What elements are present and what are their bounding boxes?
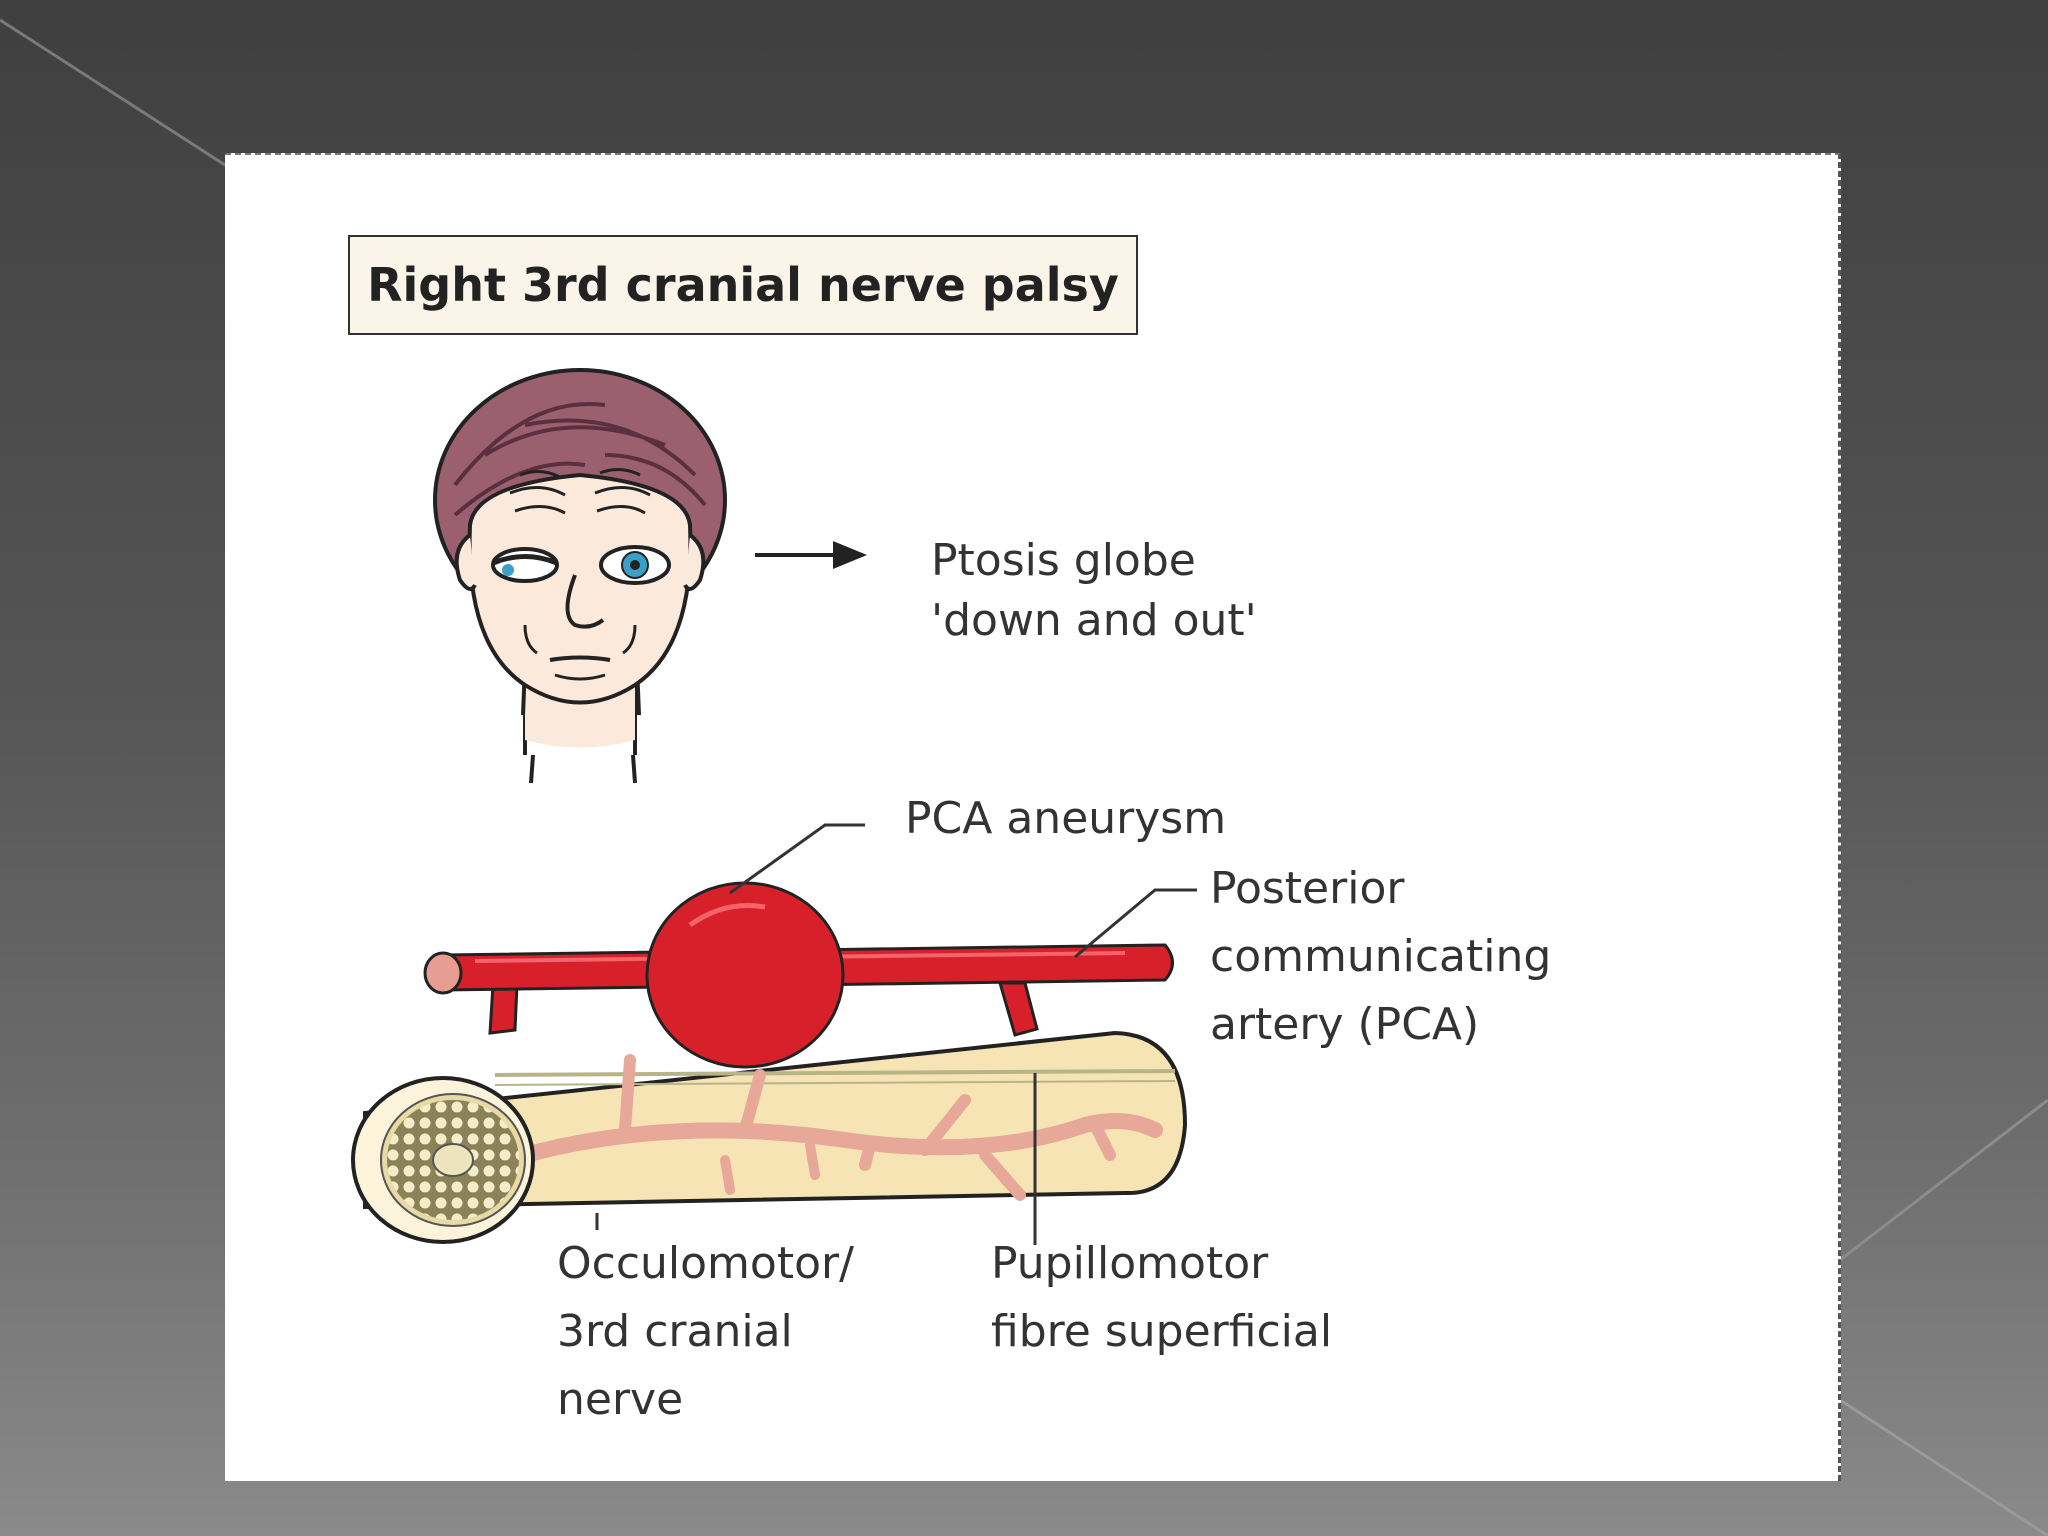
- occulomotor-nerve: [351, 1030, 1188, 1244]
- arrow-icon: [755, 541, 867, 569]
- ptosis-label-line1: Ptosis globe: [931, 535, 1196, 586]
- pca-label-line3: artery (PCA): [1210, 999, 1480, 1050]
- face-illustration: [433, 368, 727, 784]
- nerve-label-line1: Occulomotor/: [557, 1238, 854, 1289]
- pca-label-line2: communicating: [1210, 931, 1552, 982]
- pupillomotor-label-line1: Pupillomotor: [991, 1238, 1269, 1289]
- aneurysm: [645, 881, 845, 1069]
- diagram-card: Right 3rd cranial nerve palsy: [225, 153, 1841, 1481]
- aneurysm-label: PCA aneurysm: [905, 793, 1227, 844]
- pca-label-line1: Posterior: [1210, 863, 1405, 914]
- ptosis-label-line2: 'down and out': [931, 595, 1257, 646]
- leader-lines: [595, 823, 1197, 1245]
- pupillomotor-label-line2: fibre superficial: [991, 1306, 1333, 1357]
- nerve-label-line2: 3rd cranial: [557, 1306, 793, 1357]
- illustration: [351, 368, 1197, 1245]
- nerve-label-line3: nerve: [557, 1374, 684, 1425]
- diagram-title: Right 3rd cranial nerve palsy: [348, 235, 1138, 335]
